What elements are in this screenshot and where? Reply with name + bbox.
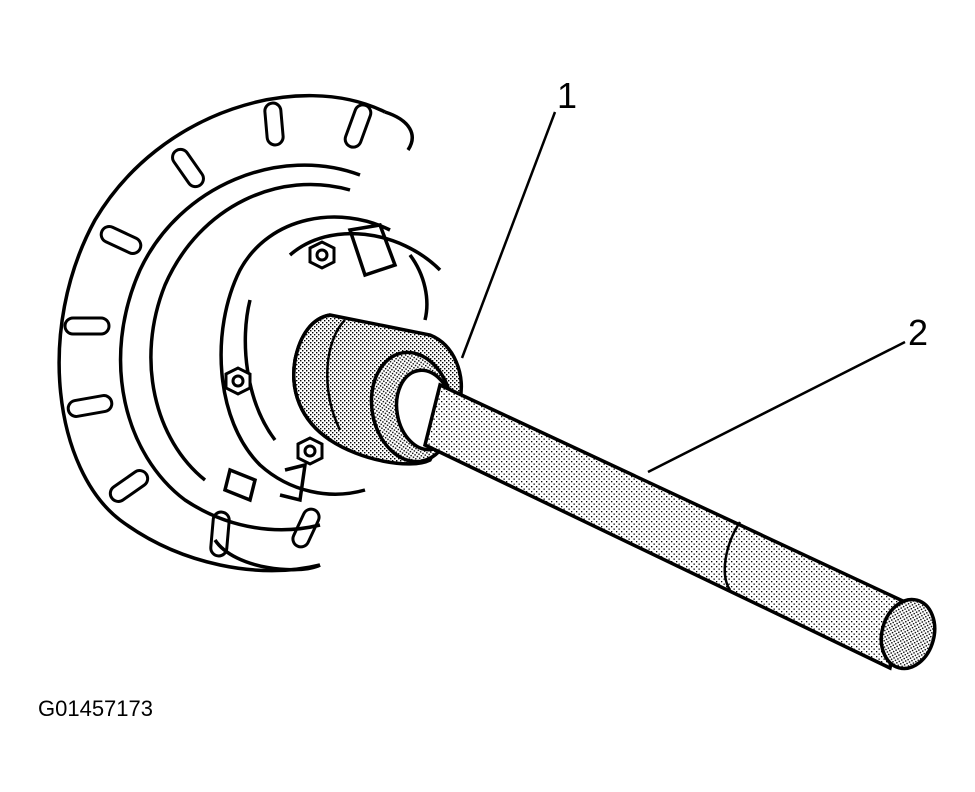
rotor-slots (63, 101, 373, 558)
hub-flange (219, 215, 442, 503)
rotor-disc (57, 93, 414, 573)
lug-nuts (224, 240, 336, 466)
leader-line-2 (647, 340, 906, 474)
leader-line-1 (460, 111, 557, 359)
lug-nut-top (308, 240, 336, 270)
callout-leaders (460, 111, 906, 474)
callout-2: 2 (908, 312, 928, 353)
callout-1: 1 (557, 75, 577, 116)
figure-id: G01457173 (38, 696, 153, 721)
lug-nut-left (224, 366, 252, 396)
tool-shaft (422, 382, 937, 671)
lug-nut-bottom (296, 436, 324, 466)
